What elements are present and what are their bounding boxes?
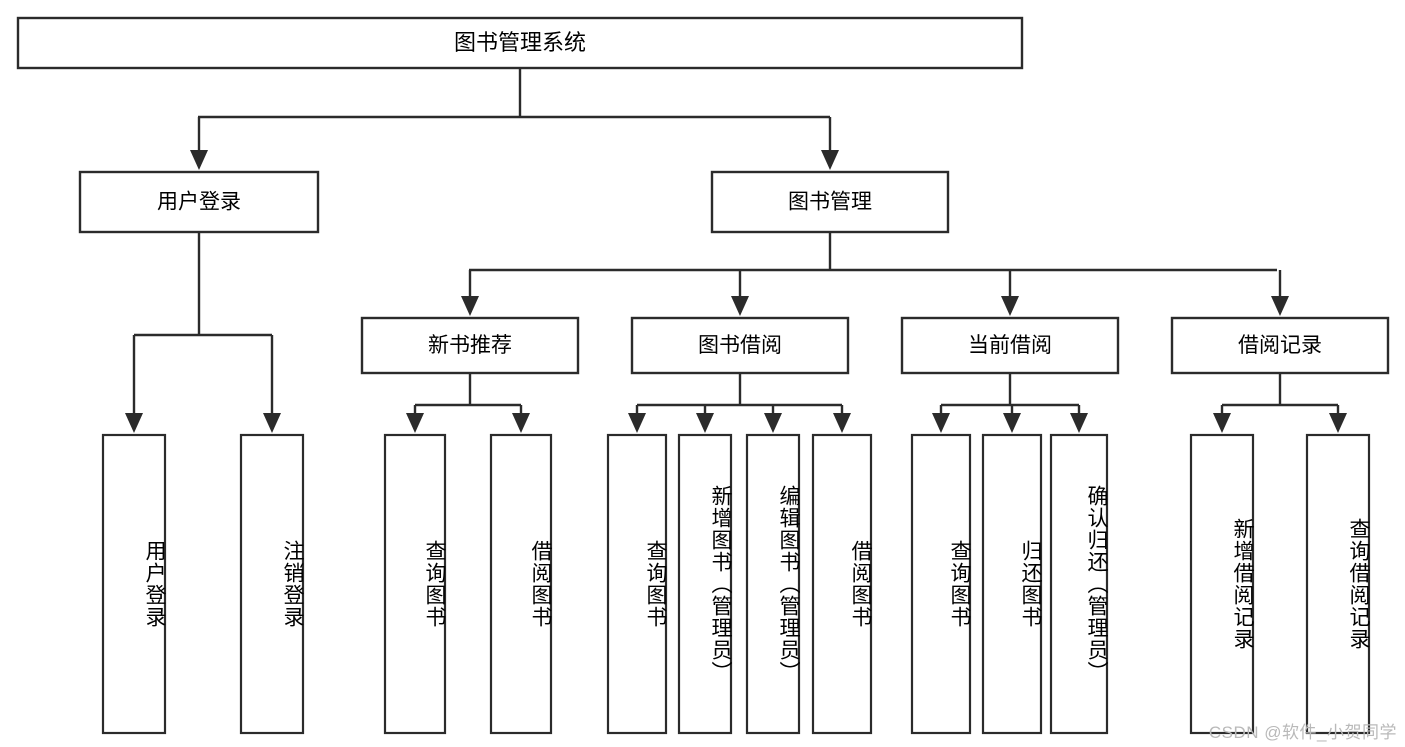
arrow-to-borrow-record xyxy=(1271,296,1289,316)
node-box-leaf-user-login[interactable] xyxy=(101,433,167,735)
node-label-book-borrow: 图书借阅 xyxy=(698,334,782,357)
root-node-box[interactable] xyxy=(16,16,1024,70)
node-label-borrow-record: 借阅记录 xyxy=(1238,334,1322,357)
node-box-leaf-borrow-book-2[interactable] xyxy=(811,433,873,735)
node-box-leaf-borrow-book-1[interactable] xyxy=(489,433,553,735)
node-label-book-manage: 图书管理 xyxy=(788,191,872,214)
node-box-leaf-query-book-3[interactable] xyxy=(910,433,972,735)
boxes-layer xyxy=(16,16,1390,735)
arrow-to-leaf-logout-login xyxy=(263,413,281,433)
arrow-to-leaf-return-book xyxy=(1003,413,1021,433)
arrow-to-leaf-borrow-book-2 xyxy=(833,413,851,433)
arrow-to-leaf-add-borrow-record xyxy=(1213,413,1231,433)
node-label-current-borrow: 当前借阅 xyxy=(968,334,1052,357)
node-box-book-borrow[interactable] xyxy=(630,316,850,375)
node-box-book-manage[interactable] xyxy=(710,170,950,234)
arrow-to-leaf-add-book-admin xyxy=(696,413,714,433)
arrow-to-leaf-user-login xyxy=(125,413,143,433)
arrow-to-new-book-recommend xyxy=(461,296,479,316)
node-box-leaf-logout-login[interactable] xyxy=(239,433,305,735)
node-box-borrow-record[interactable] xyxy=(1170,316,1390,375)
node-box-new-book-recommend[interactable] xyxy=(360,316,580,375)
node-box-leaf-query-book-2[interactable] xyxy=(606,433,668,735)
arrow-to-leaf-query-book-3 xyxy=(932,413,950,433)
arrow-to-current-borrow xyxy=(1001,296,1019,316)
node-label-new-book-recommend: 新书推荐 xyxy=(428,334,512,357)
arrow-to-leaf-query-book-1 xyxy=(406,413,424,433)
connectors-layer xyxy=(125,68,1347,433)
node-box-leaf-edit-book-admin[interactable] xyxy=(745,433,801,735)
arrow-to-book-manage xyxy=(821,150,839,170)
arrow-to-user-login xyxy=(190,150,208,170)
node-box-leaf-return-book[interactable] xyxy=(981,433,1043,735)
node-box-leaf-query-borrow-record[interactable] xyxy=(1305,433,1371,735)
arrow-to-leaf-query-book-2 xyxy=(628,413,646,433)
node-box-user-login[interactable] xyxy=(78,170,320,234)
watermark-credit: CSDN @软件_小贺同学 xyxy=(1208,723,1397,742)
node-box-leaf-confirm-return-admin[interactable] xyxy=(1049,433,1109,735)
node-box-leaf-add-book-admin[interactable] xyxy=(677,433,733,735)
arrow-to-leaf-edit-book-admin xyxy=(764,413,782,433)
arrow-to-leaf-borrow-book-1 xyxy=(512,413,530,433)
arrow-to-leaf-query-borrow-record xyxy=(1329,413,1347,433)
node-box-leaf-add-borrow-record[interactable] xyxy=(1189,433,1255,735)
node-box-current-borrow[interactable] xyxy=(900,316,1120,375)
root-node-label: 图书管理系统 xyxy=(454,30,586,55)
arrow-to-book-borrow xyxy=(731,296,749,316)
arrow-to-leaf-confirm-return-admin xyxy=(1070,413,1088,433)
node-label-user-login: 用户登录 xyxy=(157,191,241,214)
node-box-leaf-query-book-1[interactable] xyxy=(383,433,447,735)
